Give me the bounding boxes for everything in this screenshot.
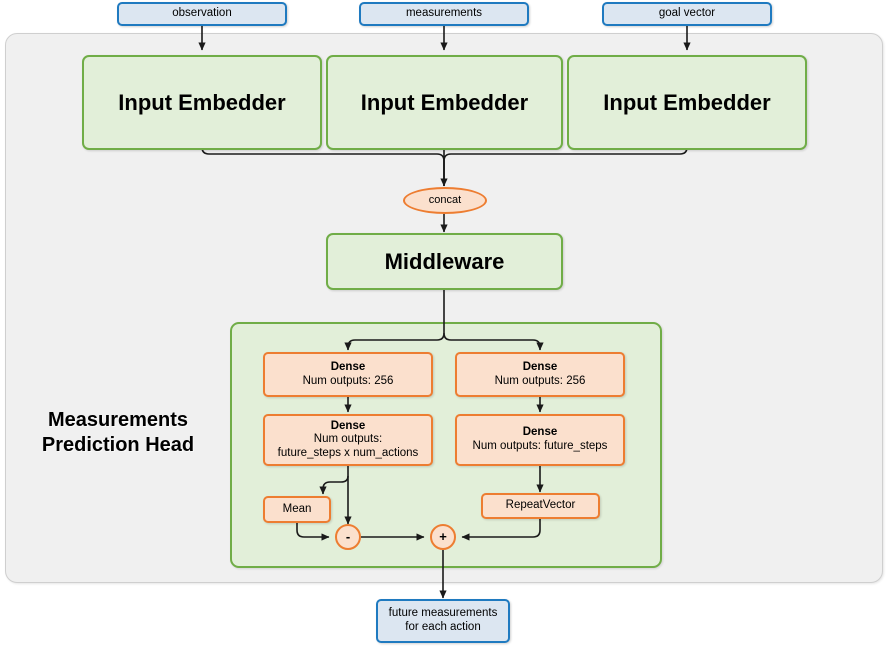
input-embedder-3[interactable]: Input Embedder [567,55,807,150]
input-embedder-2[interactable]: Input Embedder [326,55,563,150]
dense-title: Dense [522,426,558,439]
dense-subtitle-line1: Num outputs: [313,433,383,446]
left-dense-1[interactable]: Dense Num outputs: 256 [263,352,433,397]
input-embedder-1[interactable]: Input Embedder [82,55,322,150]
input-embedder-label: Input Embedder [118,89,286,115]
dense-title: Dense [330,419,366,432]
repeat-vector-label: RepeatVector [505,499,576,512]
input-label-text: measurements [405,7,483,20]
mean-node[interactable]: Mean [263,496,331,523]
subtract-symbol: - [345,529,351,545]
input-label-goal-vector[interactable]: goal vector [602,2,772,26]
dense-subtitle: Num outputs: future_steps [472,440,608,452]
dense-title: Dense [522,360,558,373]
input-label-measurements[interactable]: measurements [359,2,529,26]
concat-node[interactable]: concat [403,187,487,214]
middleware-node[interactable]: Middleware [326,233,563,290]
dense-subtitle: Num outputs: 256 [494,374,586,387]
head-title: Measurements Prediction Head [18,408,218,458]
input-embedder-label: Input Embedder [603,89,771,115]
right-dense-1[interactable]: Dense Num outputs: 256 [455,352,625,397]
input-embedder-label: Input Embedder [360,89,529,115]
dense-title: Dense [330,360,366,373]
add-symbol: + [439,529,447,545]
left-dense-2[interactable]: Dense Num outputs: future_steps x num_ac… [263,414,433,466]
concat-label: concat [428,194,462,207]
output-label-line2: for each action [405,621,481,633]
mean-label: Mean [282,502,312,515]
input-label-text: goal vector [658,7,716,20]
add-operator[interactable]: + [430,524,456,550]
input-label-observation[interactable]: observation [117,2,287,26]
output-label-line1: future measurements [388,607,498,620]
head-title-line1: Measurements [47,409,189,431]
right-dense-2[interactable]: Dense Num outputs: future_steps [455,414,625,466]
output-label-future-measurements[interactable]: future measurements for each action [376,599,510,643]
repeat-vector-node[interactable]: RepeatVector [481,493,600,519]
head-title-line2: Prediction Head [41,434,195,456]
dense-subtitle: Num outputs: 256 [302,374,394,387]
dense-subtitle-line2: future_steps x num_actions [277,446,419,459]
middleware-label: Middleware [384,248,505,274]
subtract-operator[interactable]: - [335,524,361,550]
input-label-text: observation [172,7,232,20]
